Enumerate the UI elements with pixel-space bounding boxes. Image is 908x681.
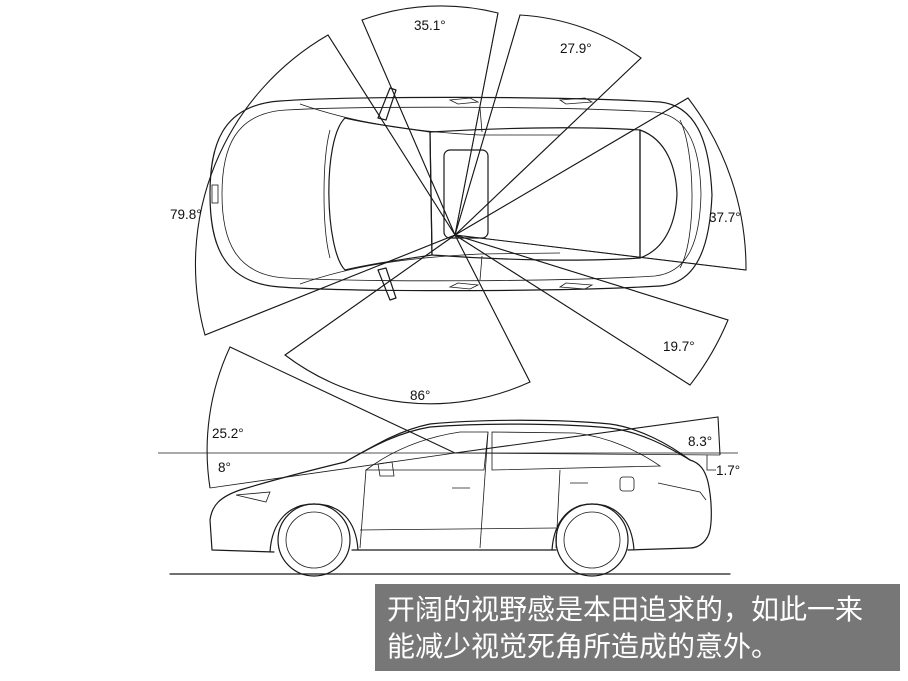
top-windshield [328,117,433,271]
side-greenhouse [344,423,691,463]
wedge-rear-vertical [454,416,721,456]
side-view-sight-wedges [158,346,738,489]
caption-box: 开阔的视野感是本田追求的，如此一来 能减少视觉死角所造成的意外。 [375,584,900,671]
car-top-view [209,87,713,301]
wedge-left-side [284,234,531,405]
angle-label-a5: 19.7° [663,339,695,354]
angle-label-a9: 8.3° [688,434,712,449]
angle-label-a2: 27.9° [560,41,592,56]
wedge-rear [453,97,747,271]
angle-label-a8: 8° [218,460,231,475]
caption-line-1: 开阔的视野感是本田追求的，如此一来 [387,593,864,626]
top-view-sight-lines [204,12,747,386]
angle-label-a6: 86° [410,388,430,403]
top-roof [429,127,641,261]
car-side-view [169,419,731,577]
angle-label-a1: 35.1° [414,18,446,33]
angle-label-a10: 1.7° [716,463,740,478]
side-body-outline [209,419,712,553]
top-mirror-upper [377,87,397,121]
top-body-outline [209,96,713,292]
top-sunroof [443,149,489,239]
wedge-front-rear-left [361,5,499,237]
side-window-front [364,431,489,471]
angle-label-a4: 37.7° [709,210,741,225]
top-mirror-lower [377,267,397,301]
rear-wheel [555,503,629,577]
wedge-rear-left-mirror [454,234,729,386]
side-window-rear [491,431,662,471]
angle-labels: 35.1° 27.9° 79.8° 37.7° 19.7° 86° 25.2° … [170,18,741,478]
caption-line-2: 能减少视觉死角所造成的意外。 [387,630,780,663]
top-rear-window [639,129,678,259]
wedge-rear-right-mirror [453,14,642,237]
angle-label-a7: 25.2° [212,426,244,441]
wedge-front-wide [194,34,456,336]
front-wheel [277,503,351,577]
angle-label-a3: 79.8° [170,207,202,222]
wedge-front-vertical [206,346,456,489]
